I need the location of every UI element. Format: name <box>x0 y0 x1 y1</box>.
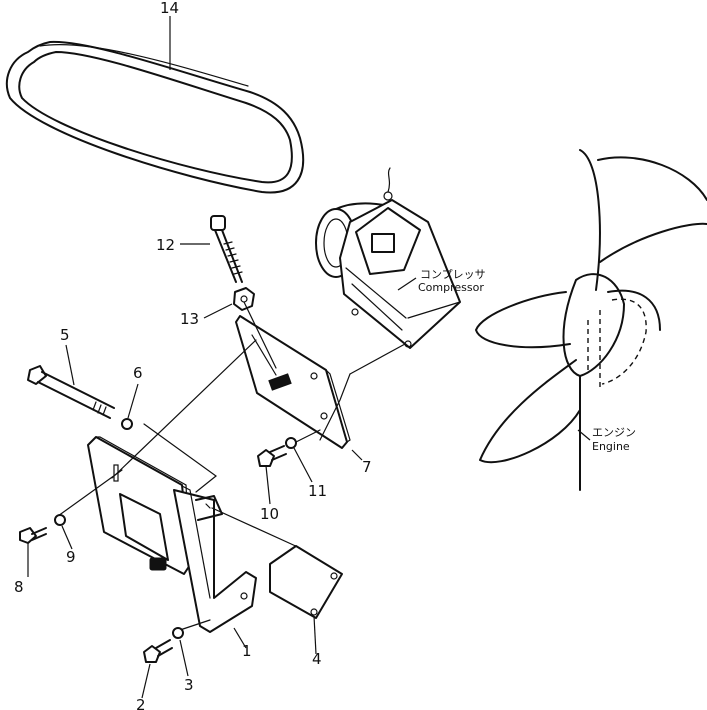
callout-8: 8 <box>14 578 24 596</box>
upper-bracket-plate <box>235 315 351 449</box>
engine-fan <box>475 149 707 491</box>
short-bolt-2 <box>143 639 173 663</box>
callout-2: 2 <box>136 696 146 710</box>
washer-11 <box>285 437 297 449</box>
compressor-label-jp: コンプレッサ <box>420 268 486 281</box>
callout-4: 4 <box>312 650 322 668</box>
washer-3 <box>172 627 184 639</box>
callout-5: 5 <box>60 326 70 344</box>
washer <box>121 418 133 430</box>
short-bolt-10 <box>257 445 287 467</box>
leader-lines <box>27 16 591 699</box>
callout-12: 12 <box>156 236 175 254</box>
callout-3: 3 <box>184 676 194 694</box>
callout-13: 13 <box>180 310 199 328</box>
callout-7: 7 <box>362 458 372 476</box>
small-plate <box>269 545 343 619</box>
short-bolt-8 <box>19 527 47 544</box>
callout-11: 11 <box>308 482 327 500</box>
compressor <box>315 167 461 349</box>
callout-6: 6 <box>133 364 143 382</box>
callout-14: 14 <box>160 0 179 17</box>
long-bolt <box>210 215 243 283</box>
v-belt <box>5 40 305 194</box>
main-bracket <box>87 436 257 633</box>
engine-label-en: Engine <box>592 440 630 453</box>
callout-9: 9 <box>66 548 76 566</box>
engine-label-jp: エンジン <box>592 426 636 439</box>
washer-9 <box>54 514 66 526</box>
callout-1: 1 <box>242 642 252 660</box>
callout-10: 10 <box>260 505 279 523</box>
nut <box>233 287 255 311</box>
mounting-bolt <box>27 365 115 419</box>
compressor-label-en: Compressor <box>418 281 484 294</box>
